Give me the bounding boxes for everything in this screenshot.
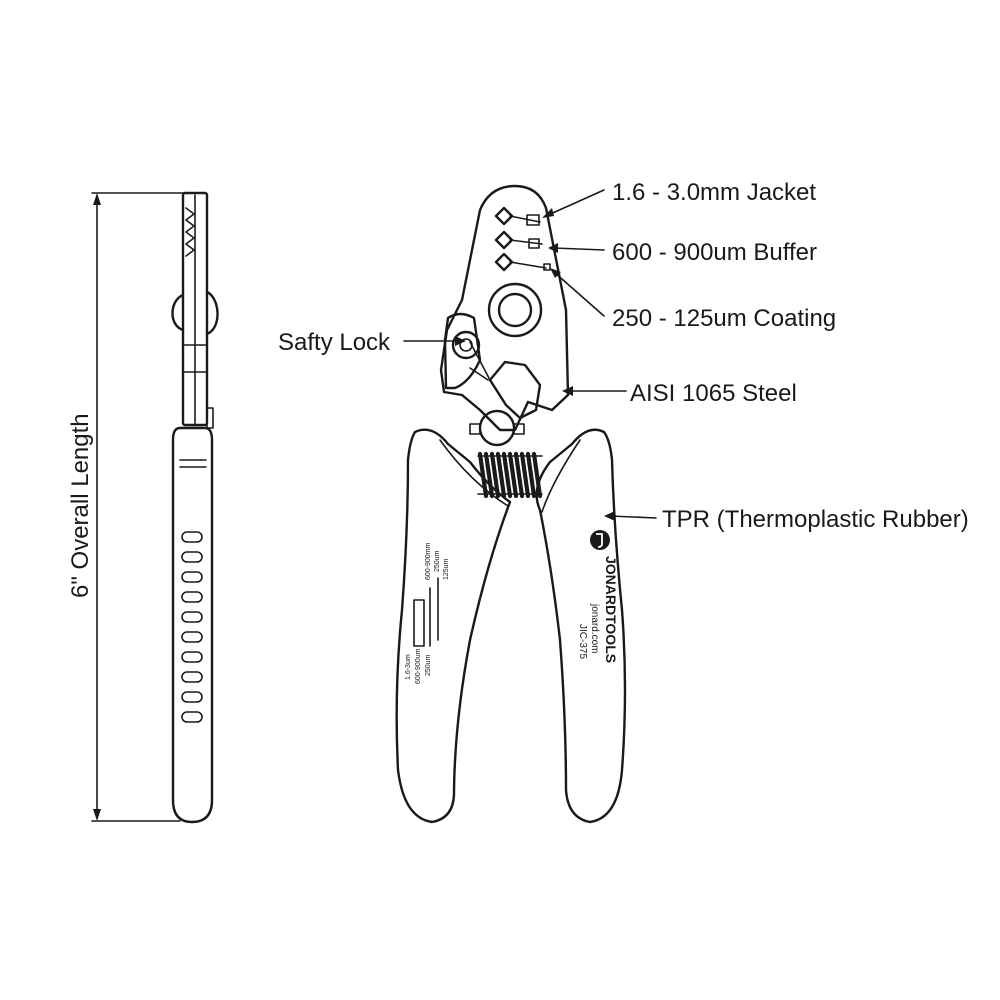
callout-jacket: 1.6 - 3.0mm Jacket bbox=[612, 179, 816, 206]
brand-logo-icon bbox=[590, 530, 610, 550]
callout-leaders bbox=[403, 189, 657, 521]
overall-length-label: 6" Overall Length bbox=[67, 413, 94, 598]
size-label-3: 250um bbox=[425, 654, 432, 676]
size-label-6: 125um bbox=[443, 558, 450, 580]
size-label-2: 600-900um bbox=[415, 648, 422, 684]
callout-safety-lock: Safty Lock bbox=[278, 329, 391, 356]
size-label-4: 600-900mm bbox=[425, 542, 432, 580]
front-view: 1.6-3um 600-900um 250um 600-900mm 250um … bbox=[395, 184, 627, 824]
grip-slots bbox=[181, 531, 203, 723]
right-handle-branding: JONARDTOOLS jonard.com JIC-375 bbox=[577, 530, 619, 663]
front-view-head bbox=[439, 184, 570, 447]
safety-lock bbox=[443, 312, 482, 390]
size-label-5: 250um bbox=[434, 550, 441, 572]
size-label-1: 1.6-3um bbox=[405, 654, 412, 680]
brand-name: JONARDTOOLS bbox=[603, 556, 619, 663]
return-spring bbox=[477, 451, 543, 499]
dimension-line bbox=[91, 192, 188, 822]
model-number: JIC-375 bbox=[577, 624, 588, 659]
callout-coating: 250 - 125um Coating bbox=[612, 305, 836, 332]
callout-grip: TPR (Thermoplastic Rubber) bbox=[662, 506, 969, 533]
front-view-right-handle bbox=[535, 428, 627, 824]
left-handle-markings: 1.6-3um 600-900um 250um 600-900mm 250um … bbox=[405, 542, 450, 684]
front-view-left-handle bbox=[395, 428, 512, 824]
side-view-handle bbox=[171, 426, 214, 824]
callout-steel: AISI 1065 Steel bbox=[630, 380, 797, 407]
side-view-jaw bbox=[171, 191, 219, 429]
side-view: 6" Overall Length bbox=[67, 191, 219, 824]
callout-buffer: 600 - 900um Buffer bbox=[612, 239, 817, 266]
website-text: jonard.com bbox=[589, 603, 600, 653]
